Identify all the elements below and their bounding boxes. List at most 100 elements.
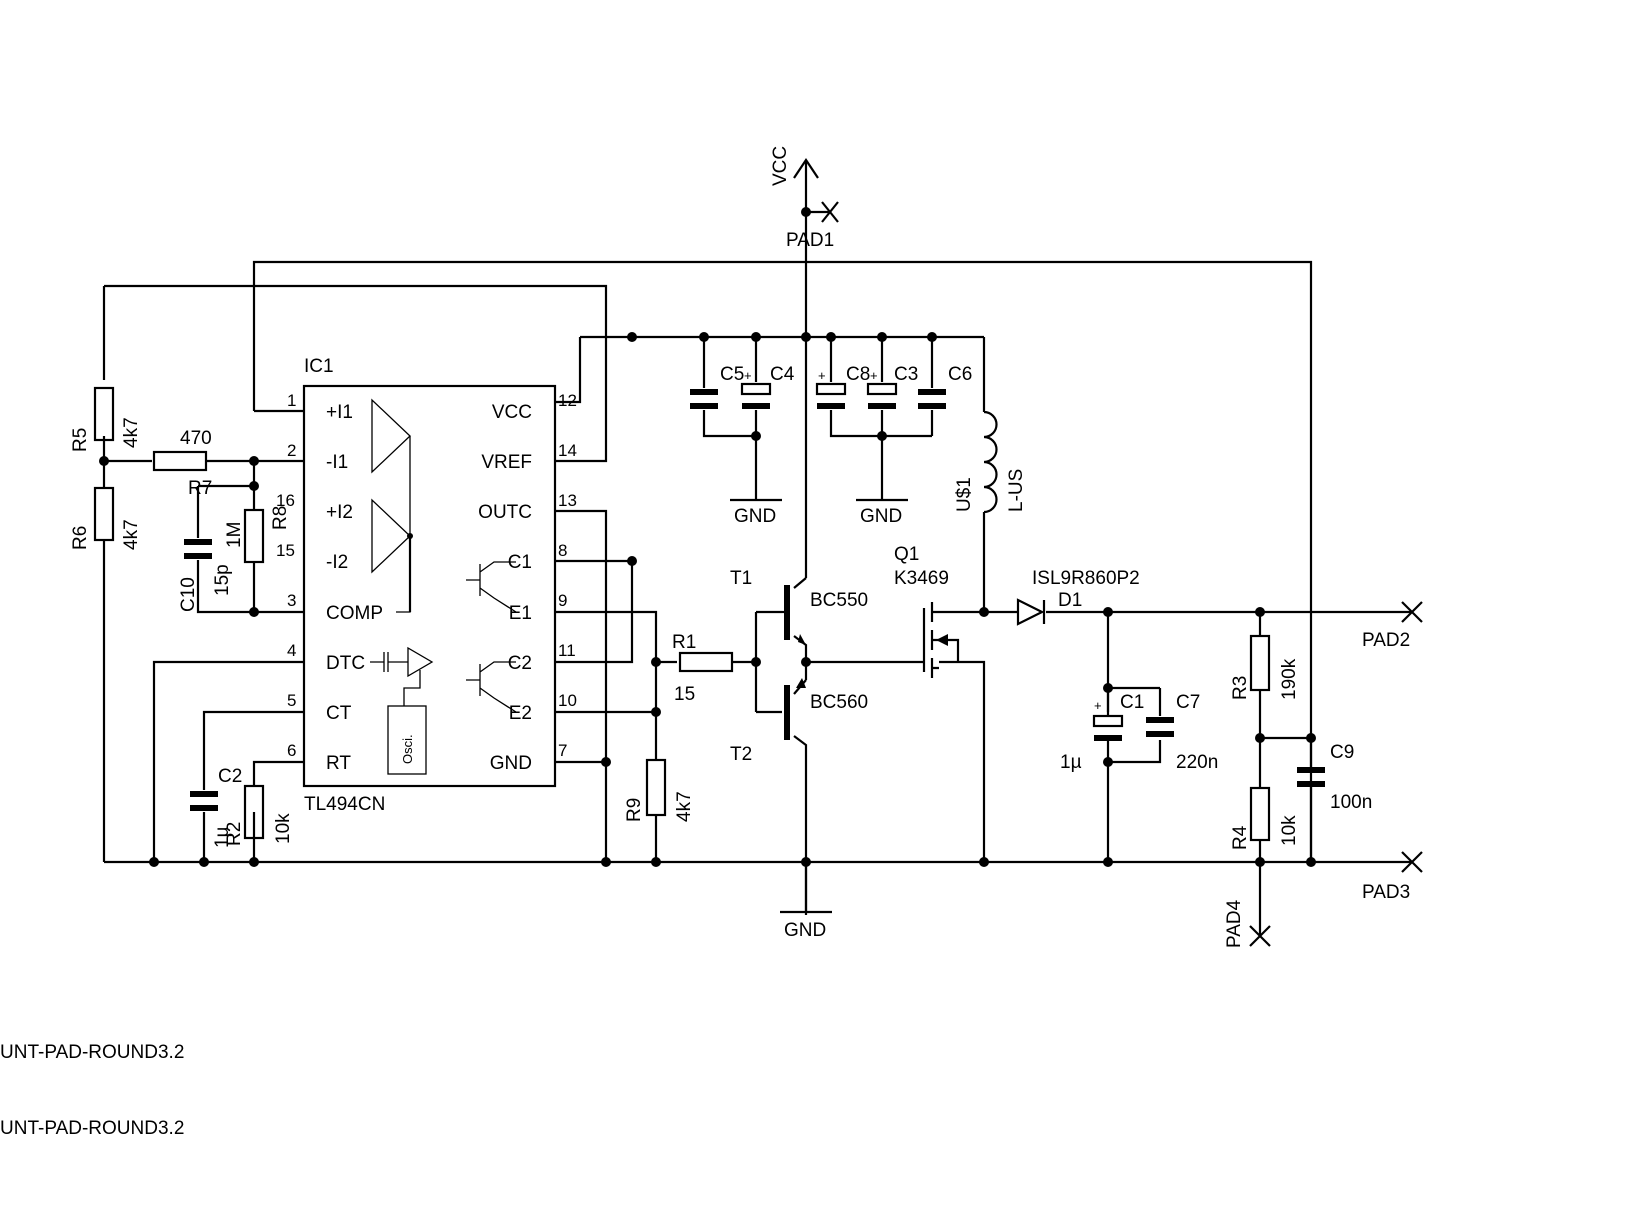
ic1-pin-num: 4 bbox=[287, 641, 296, 660]
r3-resistor[interactable] bbox=[1249, 634, 1271, 692]
ic1-name: IC1 bbox=[304, 356, 334, 377]
r6-name: R6 bbox=[70, 526, 91, 550]
inductor-name: U$1 bbox=[954, 477, 975, 512]
junctions bbox=[99, 207, 1316, 867]
c5-capacitor[interactable] bbox=[690, 389, 718, 409]
r4-value: 10k bbox=[1279, 815, 1300, 846]
ic1-pin-num: 14 bbox=[558, 441, 577, 460]
q1-name: Q1 bbox=[894, 544, 919, 565]
svg-text:+: + bbox=[744, 368, 752, 383]
ic1-pin-label: -I2 bbox=[326, 552, 348, 573]
r4-resistor[interactable] bbox=[1249, 786, 1271, 842]
r2-resistor[interactable] bbox=[243, 784, 265, 840]
t2-part: BC560 bbox=[810, 692, 868, 713]
r7-resistor[interactable] bbox=[152, 450, 208, 472]
r5-value: 4k7 bbox=[121, 417, 142, 448]
r9-resistor[interactable] bbox=[645, 758, 667, 817]
ic1-pin-label: GND bbox=[490, 753, 532, 774]
diode-name: D1 bbox=[1058, 590, 1082, 611]
inductor-coil-icon[interactable] bbox=[983, 410, 998, 514]
footnote-text: UNT-PAD-ROUND3.2 bbox=[0, 1118, 184, 1139]
gnd-label: GND bbox=[784, 920, 826, 941]
vcc-arrow-icon bbox=[793, 158, 819, 179]
ic1-pin-label: DTC bbox=[326, 653, 365, 674]
c10-name: C10 bbox=[178, 577, 199, 612]
ic1-pin-num: 12 bbox=[558, 391, 577, 410]
c10-value: 15p bbox=[212, 564, 233, 596]
pad4-cross-icon[interactable] bbox=[1249, 925, 1271, 947]
r9-value: 4k7 bbox=[674, 791, 695, 822]
ic1-pin-label: VCC bbox=[492, 402, 532, 423]
ic1-pin-num: 15 bbox=[276, 541, 295, 560]
r8-name: R8 bbox=[270, 506, 291, 530]
footnote-text: UNT-PAD-ROUND3.2 bbox=[0, 1042, 184, 1063]
pad4-label: PAD4 bbox=[1224, 899, 1245, 948]
r9-name: R9 bbox=[624, 798, 645, 822]
gnd-label: GND bbox=[734, 506, 776, 527]
ic1-body bbox=[302, 384, 557, 788]
pad3-label: PAD3 bbox=[1362, 882, 1410, 903]
c3-capacitor[interactable] bbox=[866, 382, 898, 396]
c1-name: C1 bbox=[1120, 692, 1144, 713]
c6-capacitor[interactable] bbox=[918, 389, 946, 409]
ic1-pin-label: E1 bbox=[509, 603, 532, 624]
r1-value: 15 bbox=[674, 684, 695, 705]
inductor-part: L-US bbox=[1006, 469, 1027, 512]
vcc-label: VCC bbox=[770, 146, 791, 186]
ic1-pin-label: OUTC bbox=[478, 502, 532, 523]
c7-capacitor[interactable] bbox=[1146, 717, 1174, 737]
ic1[interactable]: IC1 TL494CN 1 2 16 15 3 4 5 6 +I1 -I1 +I… bbox=[276, 356, 577, 815]
pad3-cross-icon[interactable] bbox=[1401, 851, 1423, 873]
c2-capacitor[interactable] bbox=[190, 791, 218, 811]
c4-capacitor[interactable] bbox=[740, 382, 772, 396]
error-amp-2-icon bbox=[371, 498, 411, 574]
r5-name: R5 bbox=[70, 428, 91, 452]
c10-capacitor[interactable] bbox=[184, 539, 212, 559]
ic1-pin-num: 9 bbox=[558, 591, 567, 610]
diode-icon[interactable] bbox=[1016, 598, 1045, 626]
c8-capacitor[interactable] bbox=[815, 382, 847, 396]
ic1-pin-num: 2 bbox=[287, 441, 296, 460]
r2-name: R2 bbox=[224, 822, 245, 846]
ic1-pin-label: C2 bbox=[508, 653, 532, 674]
ic1-pin-num: 8 bbox=[558, 541, 567, 560]
diode-part: ISL9R860P2 bbox=[1032, 568, 1140, 589]
t2-name: T2 bbox=[730, 744, 752, 765]
c1-value: 1µ bbox=[1060, 752, 1082, 773]
c3-name: C3 bbox=[894, 364, 918, 385]
comp-line bbox=[396, 436, 411, 613]
r6-resistor[interactable] bbox=[93, 486, 115, 542]
c1-capacitor[interactable] bbox=[1092, 714, 1124, 728]
r7-name: R7 bbox=[188, 478, 212, 499]
c6-name: C6 bbox=[948, 364, 972, 385]
r5-resistor[interactable] bbox=[93, 386, 115, 442]
r7-value: 470 bbox=[180, 428, 212, 449]
inductor: U$1 L-US bbox=[954, 410, 1027, 514]
osc-link bbox=[403, 670, 421, 706]
transistors: T1 BC550 T2 BC560 Q1 K3469 bbox=[730, 544, 960, 765]
r8-resistor[interactable] bbox=[243, 508, 265, 564]
c7-value: 220n bbox=[1176, 752, 1218, 773]
svg-text:+: + bbox=[870, 368, 878, 383]
r1-resistor[interactable] bbox=[678, 651, 734, 673]
gnd-label: GND bbox=[860, 506, 902, 527]
ic1-pin-label: RT bbox=[326, 753, 351, 774]
diode: ISL9R860P2 D1 bbox=[1016, 568, 1140, 626]
t1-name: T1 bbox=[730, 568, 752, 589]
error-amp-1-icon bbox=[371, 398, 411, 474]
ic1-pin-num: 1 bbox=[287, 391, 296, 410]
t1-part: BC550 bbox=[810, 590, 868, 611]
capacitors: C10 15p C2 1µ C5 + C4 + C8 + C3 C6 + C1 … bbox=[178, 364, 1372, 862]
ic1-pin-num: 16 bbox=[276, 491, 295, 510]
c2-name: C2 bbox=[218, 766, 242, 787]
ic1-pin-label: VREF bbox=[481, 452, 532, 473]
r3-value: 190k bbox=[1279, 658, 1300, 700]
pad2-cross-icon[interactable] bbox=[1401, 601, 1423, 623]
dtc-comparator-icon bbox=[407, 646, 434, 678]
ic1-pin-num: 6 bbox=[287, 741, 296, 760]
resistors: R5 4k7 R6 4k7 470 R7 1M R8 R2 10k R1 15 … bbox=[70, 386, 1300, 850]
ic1-pin-num: 3 bbox=[287, 591, 296, 610]
c2-value: 1µ bbox=[212, 826, 233, 848]
r8-value: 1M bbox=[224, 522, 245, 548]
